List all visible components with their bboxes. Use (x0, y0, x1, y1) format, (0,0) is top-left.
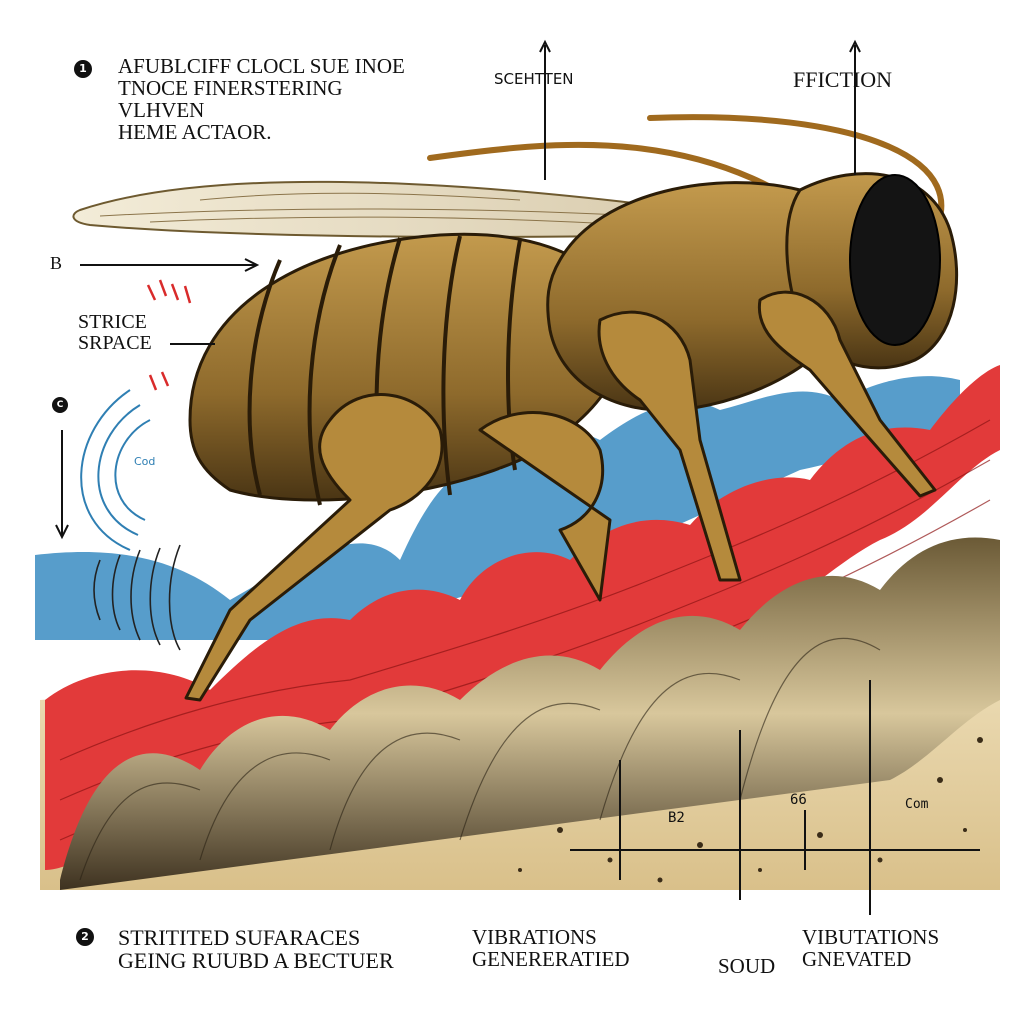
step-marker-2: 2 (76, 928, 94, 946)
compound-eye (849, 174, 941, 346)
label-scentten: SCEHTTEN (494, 70, 574, 88)
label-66: 66 (790, 792, 807, 808)
label-b: B (50, 253, 63, 273)
sound-wave-arcs (80, 389, 151, 551)
top-caption: AFUBLCIFF CLOCL SUE INOE TNOCE FINERSTER… (118, 54, 405, 145)
label-b2: B2 (668, 810, 685, 826)
caption-striated-surfaces: STRITITED SUFARACES GEING RUUBD A BECTUE… (118, 925, 394, 974)
blue-wave-band (35, 376, 960, 640)
label-cod: Cod (134, 455, 156, 468)
annotation-lines (55, 39, 980, 915)
caption-vibrations-generated: VIBRATIONS GENERERATIED (472, 925, 630, 972)
ground-ridges (60, 537, 1000, 890)
label-com: Com (905, 797, 929, 812)
red-tick-marks (146, 279, 192, 391)
step-marker-c: C (52, 397, 68, 413)
caption-sound: SOUD (718, 954, 776, 978)
label-strice-srpace: STRICE SRPACE (78, 311, 152, 354)
insect-legs (184, 290, 937, 702)
step-marker-1: 1 (74, 60, 92, 78)
label-ffiction: FFICTION (793, 67, 893, 92)
vibration-lines (93, 544, 181, 651)
caption-vibutations-generated: VIBUTATIONS GNEVATED (802, 925, 940, 972)
